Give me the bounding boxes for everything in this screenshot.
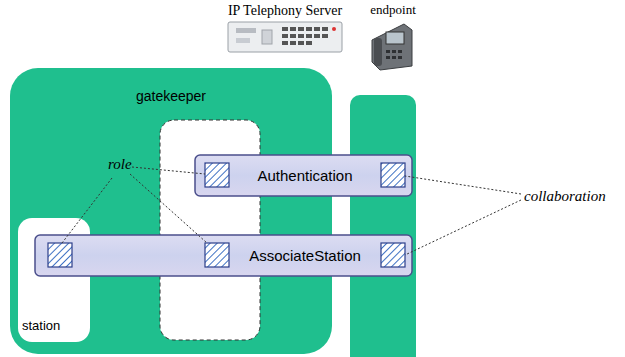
collaboration-box: Authentication	[195, 155, 412, 196]
phone-illustration	[372, 24, 412, 70]
collaboration-box: AssociateStation	[35, 235, 412, 276]
role-squares	[48, 163, 405, 267]
gatekeeper-region	[10, 68, 332, 354]
gatekeeper-region: gatekeeper station	[10, 68, 332, 354]
node-label: Authentication	[257, 167, 352, 184]
collaboration-bar	[35, 235, 412, 276]
annotation-label: role	[108, 156, 132, 173]
dashed-area	[160, 120, 260, 340]
station-region: station	[18, 218, 90, 342]
device-label: IP Telephony Server	[228, 3, 342, 19]
node-label: gatekeeper	[136, 88, 206, 104]
server-illustration	[228, 22, 342, 52]
annotation-label: collaboration	[524, 188, 606, 205]
collaboration-bar	[195, 155, 412, 196]
node-label: AssociateStation	[249, 247, 361, 264]
device-label: endpoint	[370, 2, 416, 18]
node-label: station	[22, 318, 60, 333]
endpoint-column	[350, 95, 416, 357]
leader-lines	[62, 167, 521, 255]
